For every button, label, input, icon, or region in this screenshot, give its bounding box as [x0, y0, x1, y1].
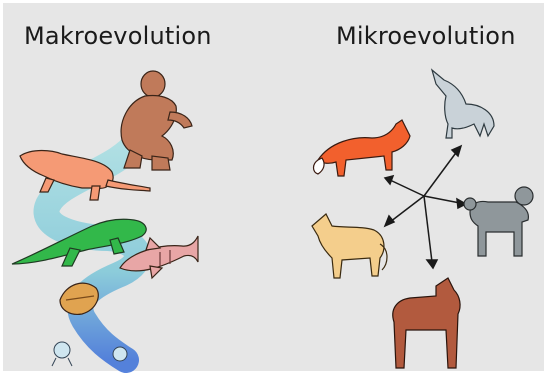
brown-dog-icon: [393, 278, 460, 368]
red-fox-icon: [314, 120, 411, 176]
early-human-icon: [121, 71, 192, 170]
coyote-icon: [312, 214, 387, 278]
microevolution-arrows: [385, 146, 466, 268]
gray-wolf-icon: [432, 70, 494, 138]
poodle-icon: [464, 187, 533, 256]
